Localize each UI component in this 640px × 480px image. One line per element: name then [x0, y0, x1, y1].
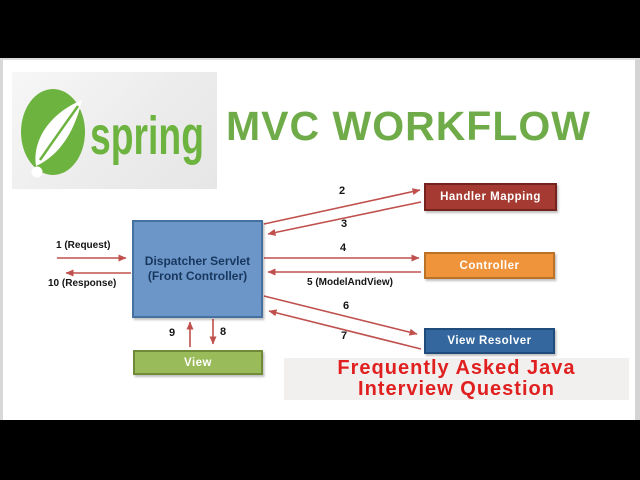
arrow-6-to-view-resolver [263, 295, 418, 336]
label-step-7: 7 [341, 330, 348, 342]
label-step-10: 10 (Response) [48, 278, 117, 289]
node-controller: Controller [424, 252, 555, 279]
dispatcher-line2: (Front Controller) [147, 269, 248, 283]
arrow-3-from-handler-mapping [267, 201, 422, 236]
node-handler-mapping: Handler Mapping [424, 183, 557, 211]
label-step-6: 6 [343, 300, 350, 312]
label-step-9: 9 [169, 327, 176, 339]
label-step-2: 2 [339, 185, 346, 197]
label-step-1: 1 (Request) [56, 240, 111, 251]
page-title: MVC WORKFLOW [226, 103, 591, 149]
node-dispatcher-servlet: Dispatcher Servlet (Front Controller) [132, 220, 263, 318]
slide: spring MVC WORKFLOW [0, 58, 640, 420]
label-step-3: 3 [341, 218, 348, 230]
node-view: View [133, 350, 263, 375]
banner: Frequently Asked Java Interview Question [284, 358, 629, 400]
spring-leaf-icon: spring [21, 89, 204, 178]
spring-logo: spring [12, 72, 217, 189]
arrow-2-to-handler-mapping [263, 188, 421, 225]
banner-line-1: Frequently Asked Java [337, 357, 576, 379]
label-step-4: 4 [340, 242, 347, 254]
arrow-7-from-view-resolver [268, 309, 422, 350]
dispatcher-line1: Dispatcher Servlet [144, 254, 251, 268]
label-step-8: 8 [220, 326, 227, 338]
banner-line-2: Interview Question [358, 378, 555, 400]
node-view-resolver: View Resolver [424, 328, 555, 354]
arrows-layer [57, 188, 422, 350]
label-step-5: 5 (ModelAndView) [307, 277, 393, 288]
brand-text: spring [90, 106, 204, 166]
